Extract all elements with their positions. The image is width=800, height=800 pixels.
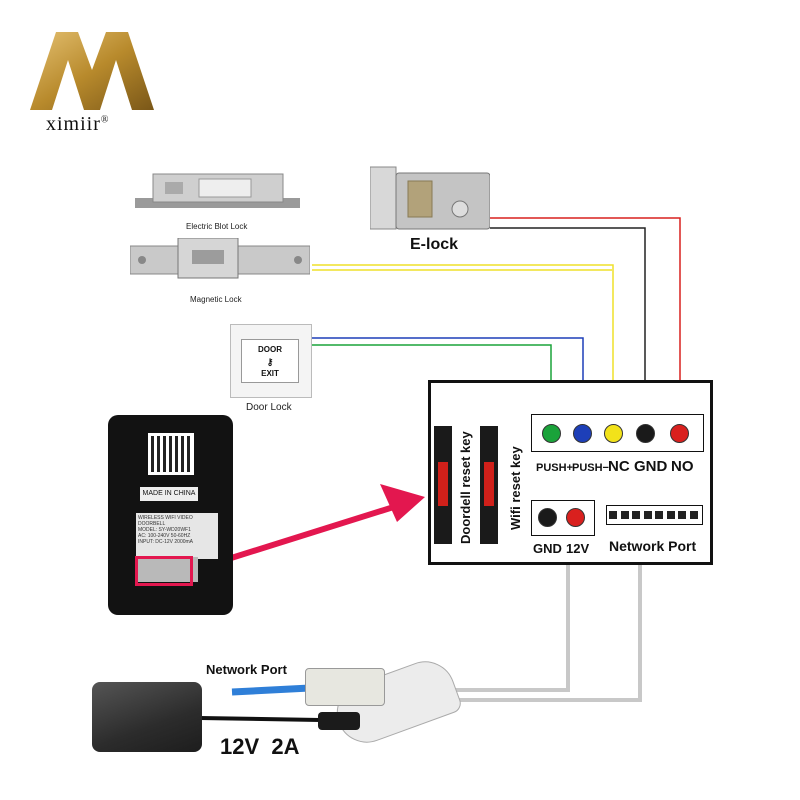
rj45-plug [305, 668, 385, 706]
ethernet-cable [231, 684, 311, 696]
exit-button-image: DOOR ⚷ EXIT [230, 324, 312, 398]
network-cable [455, 560, 642, 702]
doorbell-reset-label: Doordell reset key [458, 431, 473, 544]
made-in-label: MADE IN CHINA [140, 487, 198, 501]
terminal-nc [604, 424, 623, 443]
power-spec-label: 12V 2A [220, 734, 300, 759]
terminal-power-12v [566, 508, 585, 527]
label-power-gnd: GND [533, 541, 562, 556]
network-port-pins [606, 505, 703, 525]
label-network-port: Network Port [609, 538, 697, 554]
terminal-power-gnd [538, 508, 557, 527]
dc-cable [199, 716, 321, 722]
ximiir-logo [30, 32, 154, 110]
exit-door-text: DOOR [258, 345, 282, 354]
brand-name: ximiir® [46, 113, 110, 135]
exit-exit-text: EXIT [261, 369, 279, 378]
magnetic-lock-label: Magnetic Lock [190, 295, 242, 304]
label-gnd: GND [634, 458, 668, 475]
key-icon: ⚷ [266, 357, 274, 367]
device-sticker: WIRELESS WIFI VIDEO DOORBELL MODEL: SY-W… [136, 513, 218, 559]
device-terminal-port [136, 557, 198, 582]
electric-bolt-lock-label: Electric Blot Lock [186, 222, 248, 231]
label-push-minus: PUSH− [572, 462, 609, 474]
power-cable [440, 560, 570, 692]
pink-arrow-head [380, 484, 425, 522]
power-adapter [92, 682, 202, 752]
label-nc: NC [608, 458, 630, 475]
terminal-push-plus [542, 424, 561, 443]
door-lock-label: Door Lock [246, 402, 292, 413]
dc-plug [318, 712, 360, 730]
wire-yellow-1 [312, 264, 614, 425]
terminal-no [670, 424, 689, 443]
label-no: NO [671, 458, 694, 475]
label-power-12v: 12V [566, 541, 590, 556]
electric-bolt-lock-image [135, 172, 300, 210]
wire-black [490, 227, 646, 425]
e-lock-label: E-lock [410, 236, 459, 253]
terminal-push-minus [573, 424, 592, 443]
label-push-plus: PUSH+ [536, 462, 573, 474]
wifi-reset-label: Wifi reset key [508, 446, 523, 530]
magnetic-lock-image [129, 237, 311, 280]
doorbell-device-back: MADE IN CHINA WIRELESS WIFI VIDEO DOORBE… [108, 415, 233, 615]
cable-network-port-label: Network Port [206, 662, 287, 677]
wire-red [490, 217, 681, 425]
wifi-reset-key[interactable] [480, 426, 498, 544]
e-lock-image [369, 165, 491, 235]
doorbell-reset-key[interactable] [434, 426, 452, 544]
terminal-highlight-box [135, 556, 193, 586]
qr-code [148, 433, 194, 475]
terminal-gnd [636, 424, 655, 443]
